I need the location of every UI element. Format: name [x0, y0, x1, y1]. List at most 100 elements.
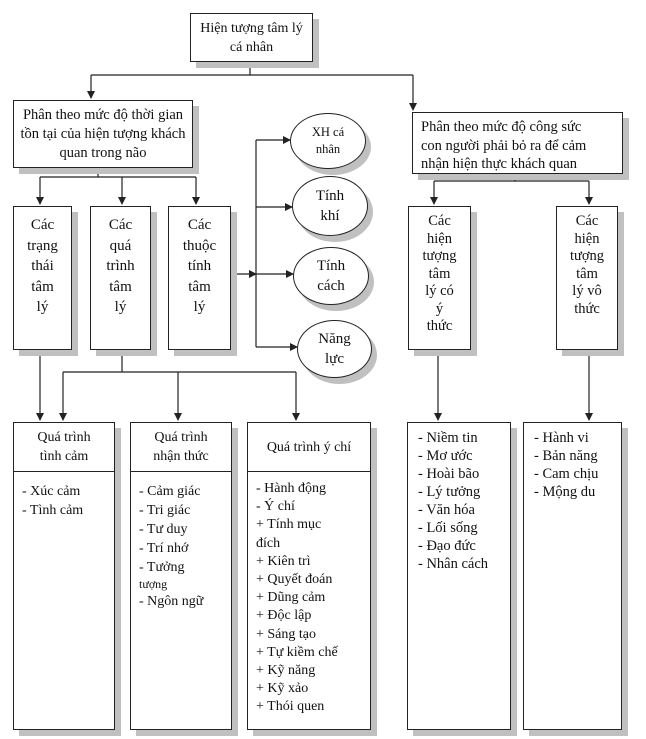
rcol1-line: hiện [427, 230, 452, 247]
right-branch-line-3: nhận hiện thực khách quan [421, 156, 578, 172]
ellipse-xh-ca-nhan: XH cá nhân [290, 113, 366, 169]
process1-title: Quá trình [37, 430, 91, 445]
list-item: - Cam chịu [534, 466, 599, 482]
list-item: + Kỹ năng [256, 663, 316, 679]
rcol1-line: ý [435, 300, 444, 317]
rcol1-line: Các [428, 213, 451, 229]
list-item: - Ý chí [256, 499, 295, 515]
process3-title: Quá trình ý chí [266, 439, 352, 455]
process-tinh-cam-header: Quá trình tình cảm [14, 423, 114, 472]
list-vo-thuc: - Hành vi - Bản năng - Cam chịu - Mộng d… [523, 422, 622, 730]
rcol2-line: Các [575, 213, 599, 229]
ellipse2-line: khí [320, 208, 340, 224]
list-item: - Niềm tin [418, 430, 478, 446]
rcol2-line: thức [574, 300, 600, 317]
col2-line: lý [114, 299, 127, 315]
rcol2-line: hiện [574, 230, 600, 247]
list-item: - Hoài bão [418, 466, 480, 482]
list-item: + Sáng tạo [256, 626, 316, 642]
ellipse1-line: nhân [315, 142, 341, 156]
list-item: - Xúc cảm [22, 484, 81, 499]
col1-line: Các [30, 217, 55, 233]
process-tinh-cam: Quá trình tình cảm - Xúc cảm - Tình cảm [13, 422, 115, 730]
process-y-chi-header: Quá trình ý chí [248, 423, 370, 472]
list-item: + Kiên trì [256, 553, 311, 569]
list-item: + Độc lập [256, 608, 312, 624]
column-qua-trinh-tam-ly: Các quá trình tâm lý [90, 206, 151, 350]
list-item: + Tính mục [256, 517, 322, 533]
list-item: - Nhân cách [418, 556, 489, 572]
list-item: - Lối sống [418, 520, 478, 536]
list-item: + Thói quen [256, 699, 325, 715]
list-co-y-thuc-items: - Niềm tin - Mơ ước - Hoài bão - Lý tưởn… [408, 423, 510, 573]
ellipse-tinh-khi: Tính khí [292, 176, 368, 236]
list-item: - Lý tưởng [418, 484, 481, 500]
list-item: + Kỹ xảo [256, 681, 309, 697]
col1-line: trạng [27, 237, 58, 254]
col3-line: lý [193, 299, 206, 315]
rcol2-line: tượng [569, 248, 605, 264]
left-branch-line-1: Phân theo mức độ thời gian [22, 107, 184, 123]
col1-line: lý [36, 299, 49, 315]
ellipse3-line: cách [317, 278, 345, 294]
list-item: - Tưởng [139, 560, 185, 575]
col2-line: trình [106, 258, 135, 274]
list-item: - Ngôn ngữ [139, 594, 204, 609]
list-item: - Văn hóa [418, 502, 475, 518]
process-y-chi-list: - Hành động - Ý chí + Tính mục đích + Ki… [248, 472, 370, 717]
root-node: Hiện tượng tâm lý cá nhân [190, 13, 313, 62]
list-co-y-thuc: - Niềm tin - Mơ ước - Hoài bão - Lý tưởn… [407, 422, 511, 730]
rcol2-line: tâm [576, 265, 598, 282]
col3-line: tâm [188, 278, 211, 295]
ellipse2-line: Tính [315, 188, 345, 204]
list-vo-thuc-items: - Hành vi - Bản năng - Cam chịu - Mộng d… [524, 423, 621, 501]
ellipse1-line: XH cá [311, 125, 345, 139]
col2-line: tâm [109, 278, 132, 295]
list-item: - Mộng du [534, 484, 596, 500]
process2-title: Quá trình [154, 430, 208, 445]
list-item: - Mơ ước [418, 448, 473, 464]
process-y-chi: Quá trình ý chí - Hành động - Ý chí + Tí… [247, 422, 371, 730]
list-item: tượng [139, 577, 168, 591]
list-item: - Đạo đức [418, 538, 476, 554]
list-item: - Hành vi [534, 430, 589, 446]
list-item: + Quyết đoán [256, 572, 333, 588]
ellipse-tinh-cach: Tính cách [293, 247, 369, 305]
list-item: - Tình cảm [22, 503, 84, 518]
col1-line: tâm [31, 278, 54, 295]
process-nhan-thuc-list: - Cảm giác - Tri giác - Tư duy - Trí nhớ… [131, 472, 231, 611]
process1-title: tình cảm [39, 449, 89, 464]
process-nhan-thuc-header: Quá trình nhận thức [131, 423, 231, 472]
right-branch-node: Phân theo mức độ công sức con người phải… [412, 112, 623, 174]
col1-line: thái [31, 258, 54, 274]
ellipse4-line: Năng [318, 331, 351, 347]
rcol2-line: lý vô [572, 283, 602, 299]
col3-line: tính [187, 258, 212, 274]
process2-title: nhận thức [153, 449, 209, 464]
rcol1-line: lý có [425, 283, 454, 299]
ellipse3-line: Tính [316, 258, 346, 274]
column-thuoc-tinh-tam-ly: Các thuộc tính tâm lý [168, 206, 231, 350]
left-branch-line-2: tồn tại của hiện tượng khách [20, 126, 186, 142]
root-line-1: Hiện tượng tâm lý [200, 21, 303, 36]
left-branch-node: Phân theo mức độ thời gian tồn tại của h… [13, 100, 193, 168]
list-item: - Tư duy [139, 522, 188, 537]
list-item: - Tri giác [139, 503, 191, 518]
rcol1-line: tâm [428, 265, 451, 282]
left-branch-line-3: quan trong não [59, 145, 147, 161]
list-item: + Dũng cảm [256, 590, 326, 606]
list-item: - Hành động [256, 481, 326, 496]
col2-line: Các [108, 217, 133, 233]
process-nhan-thuc: Quá trình nhận thức - Cảm giác - Tri giá… [130, 422, 232, 730]
ellipse-nang-luc: Năng lực [297, 320, 372, 378]
col2-line: quá [109, 237, 132, 254]
rcol1-line: thức [426, 318, 453, 334]
list-item: đích [256, 535, 281, 551]
list-item: - Cảm giác [139, 484, 201, 499]
root-line-2: cá nhân [229, 40, 274, 55]
list-item: + Tự kiềm chế [256, 644, 338, 660]
rcol1-line: tượng [422, 248, 457, 264]
list-item: - Trí nhớ [139, 541, 189, 556]
ellipse4-line: lực [325, 351, 344, 367]
